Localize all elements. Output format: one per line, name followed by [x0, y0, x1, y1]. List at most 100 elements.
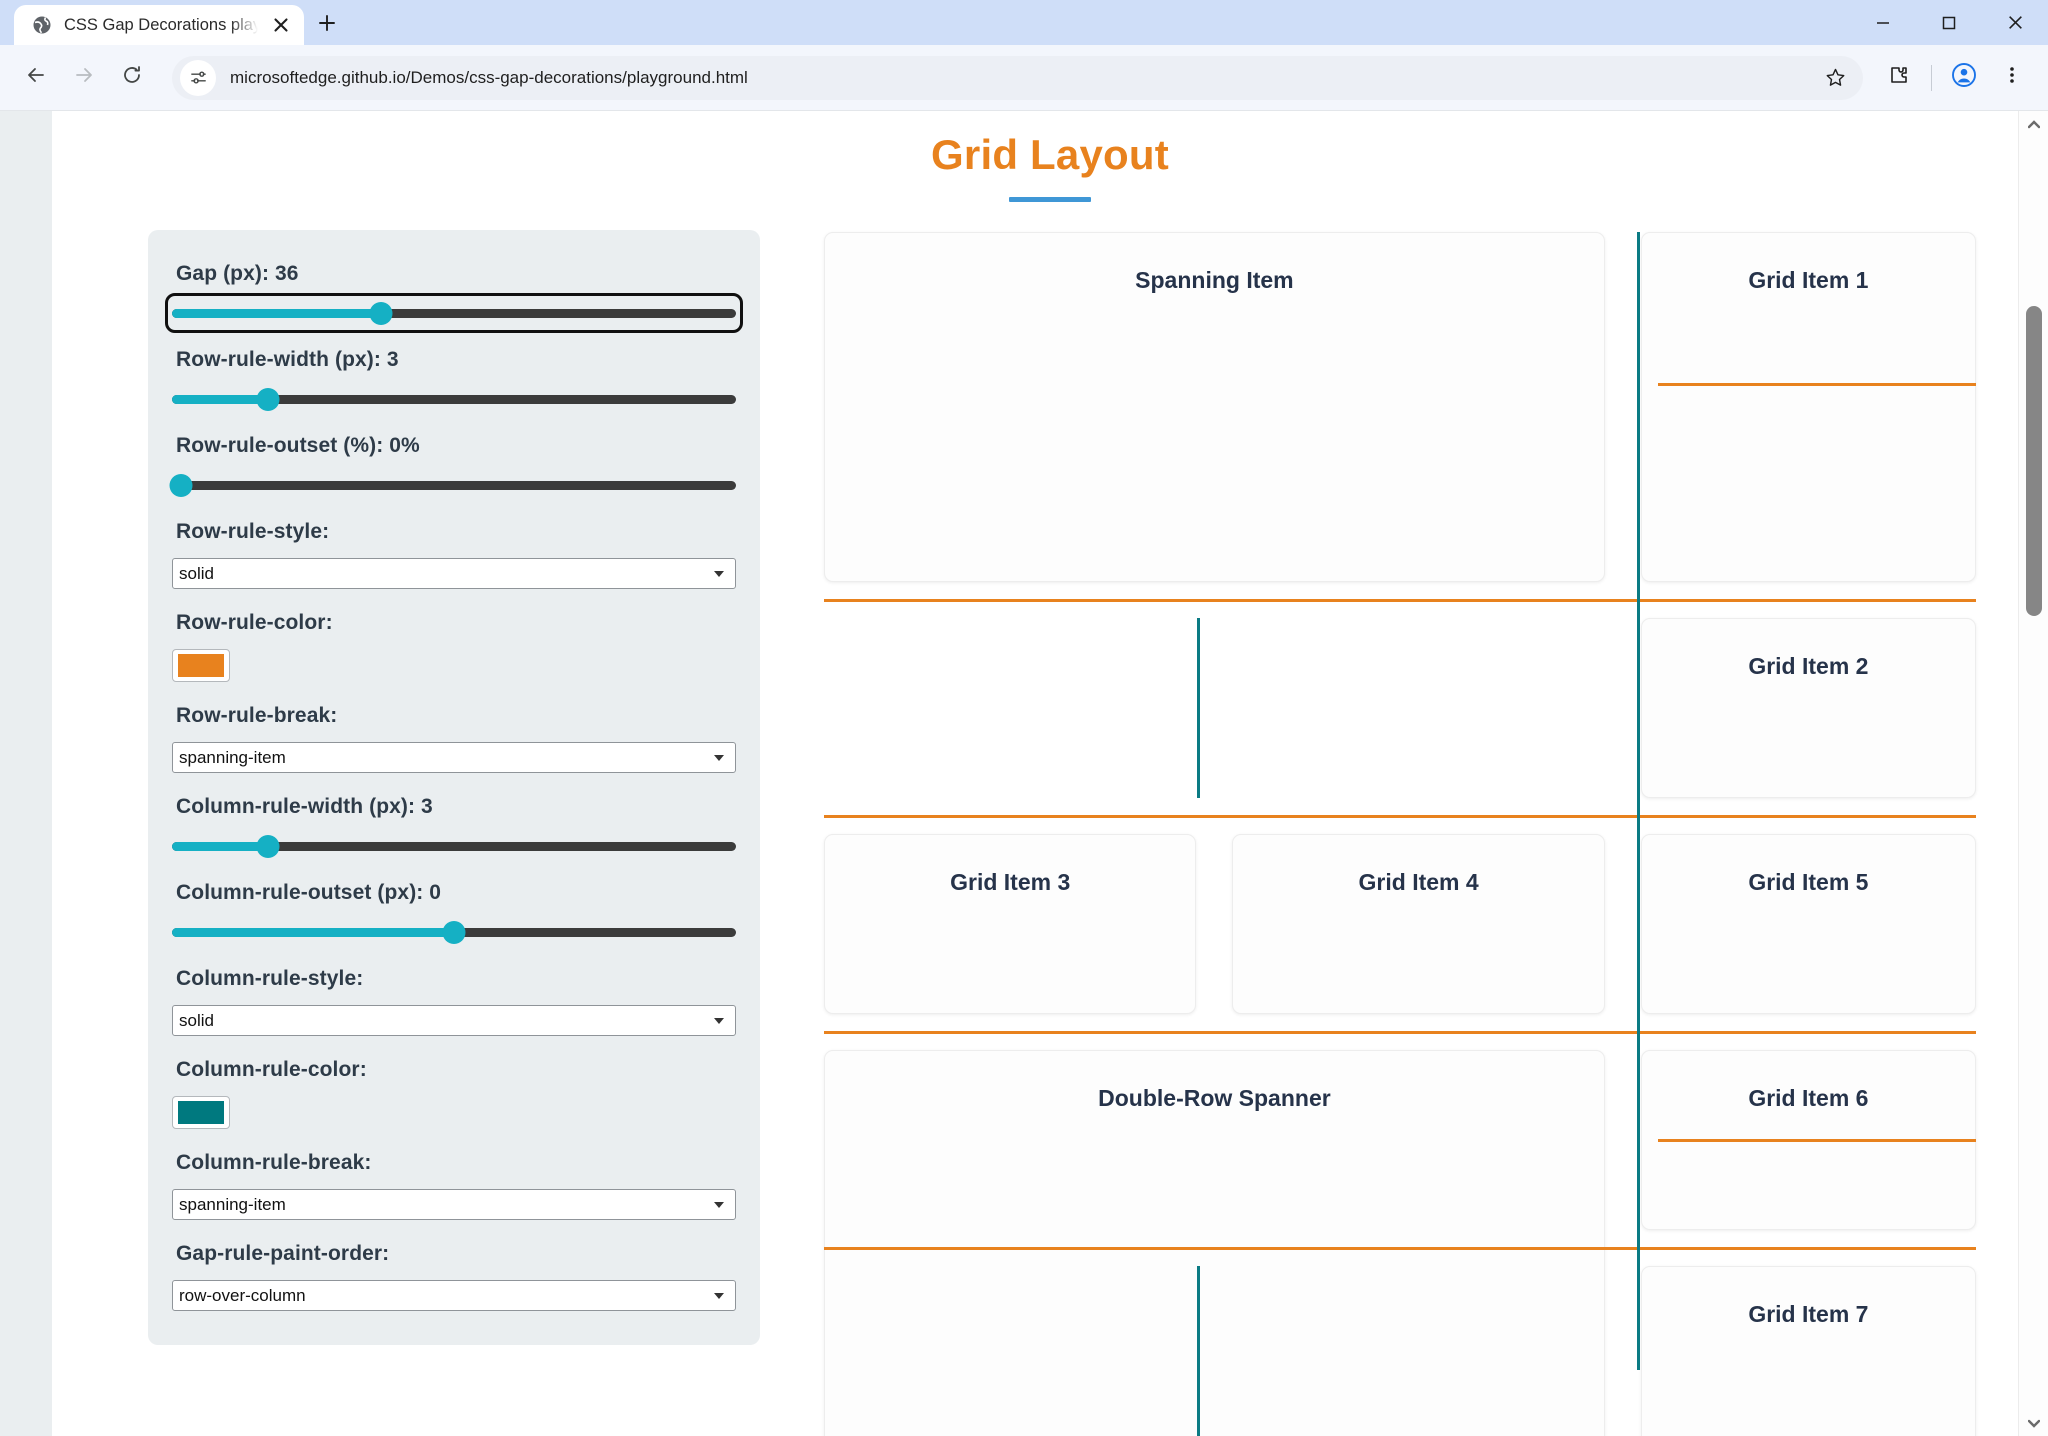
globe-icon — [32, 15, 52, 35]
row-rule-color-value — [178, 654, 224, 677]
page-content: Grid Layout Gap (px): 36 — [52, 111, 2048, 1436]
control-label-column-rule-break: Column-rule-break: — [176, 1151, 372, 1174]
slider-thumb[interactable] — [442, 921, 466, 944]
slider-track — [172, 481, 736, 490]
grid-cell-3[interactable]: Grid Item 3 — [824, 834, 1197, 1014]
grid-demo: Spanning Item Grid Item 1 Grid Item 2 Gr… — [824, 230, 1976, 1436]
row-rule-break-select[interactable]: spanning-item — [172, 742, 736, 773]
control-column-rule-outset: Column-rule-outset (px): 0 — [172, 881, 736, 945]
control-label-column-rule-width: Column-rule-width (px): 3 — [176, 795, 433, 818]
slider-track — [172, 309, 736, 318]
gap-slider[interactable] — [165, 293, 743, 333]
control-row-rule-break: Row-rule-break: spanning-item — [172, 704, 736, 773]
reload-button[interactable] — [110, 56, 154, 100]
slider-thumb[interactable] — [369, 302, 393, 325]
page-title: Grid Layout — [931, 131, 1169, 178]
title-underline — [1009, 197, 1091, 202]
scroll-down-icon[interactable] — [2019, 1410, 2048, 1436]
grid-cell-4[interactable]: Grid Item 4 — [1232, 834, 1605, 1014]
row-rule-4 — [824, 1247, 1976, 1250]
control-label-row-rule-break: Row-rule-break: — [176, 704, 338, 727]
slider-track — [172, 395, 736, 404]
extensions-button[interactable] — [1877, 56, 1921, 100]
minimize-icon[interactable] — [1850, 0, 1916, 45]
column-rule-outer — [1637, 232, 1641, 1370]
new-tab-button[interactable] — [304, 5, 350, 45]
control-column-rule-width: Column-rule-width (px): 3 — [172, 795, 736, 859]
star-icon[interactable] — [1817, 60, 1853, 96]
row-rule-right-col-2 — [1658, 1139, 1976, 1142]
slider-fill — [172, 395, 268, 404]
slider-fill — [172, 842, 268, 851]
forward-arrow-icon — [73, 64, 95, 91]
grid-item-label: Grid Item 1 — [1748, 267, 1869, 293]
slider-fill — [172, 928, 454, 937]
column-rule-width-slider[interactable] — [172, 833, 736, 859]
back-arrow-icon — [25, 64, 47, 91]
control-gap-rule-paint-order: Gap-rule-paint-order: row-over-column — [172, 1242, 736, 1311]
control-label-row-rule-width: Row-rule-width (px): 3 — [176, 348, 399, 371]
grid-item-label: Grid Item 2 — [1748, 653, 1869, 679]
window-close-icon[interactable] — [1982, 0, 2048, 45]
close-icon[interactable] — [270, 14, 292, 36]
row-rule-color-swatch[interactable] — [172, 649, 230, 682]
control-label-row-rule-style: Row-rule-style: — [176, 520, 330, 543]
page-viewport: Grid Layout Gap (px): 36 — [0, 111, 2048, 1436]
column-rule-color-swatch[interactable] — [172, 1096, 230, 1129]
forward-button[interactable] — [62, 56, 106, 100]
column-rule-color-value — [178, 1101, 224, 1124]
row-rule-style-select-wrap: solid — [172, 558, 736, 589]
gap-rule-paint-order-select[interactable]: row-over-column — [172, 1280, 736, 1311]
profile-button[interactable] — [1942, 56, 1986, 100]
row-rule-outset-slider[interactable] — [169, 472, 736, 498]
grid-item-label: Double-Row Spanner — [1098, 1085, 1331, 1111]
slider-track — [172, 842, 736, 851]
grid-item-label: Grid Item 4 — [1358, 869, 1479, 895]
tab-strip: CSS Gap Decorations playground — [0, 0, 2048, 45]
control-label-row-rule-outset: Row-rule-outset (%): 0% — [176, 434, 420, 457]
tab-title: CSS Gap Decorations playground — [64, 16, 258, 34]
page-left-gutter — [0, 111, 52, 1436]
scroll-up-icon[interactable] — [2019, 111, 2048, 137]
column-rule-style-select[interactable]: solid — [172, 1005, 736, 1036]
control-row-rule-style: Row-rule-style: solid — [172, 520, 736, 589]
row-rule-3 — [824, 1031, 1976, 1034]
grid-cell-1[interactable]: Grid Item 1 — [1640, 232, 1976, 582]
row-rule-width-slider[interactable] — [172, 386, 736, 412]
control-label-column-rule-outset: Column-rule-outset (px): 0 — [176, 881, 442, 904]
control-column-rule-break: Column-rule-break: spanning-item — [172, 1151, 736, 1220]
site-settings-icon[interactable] — [180, 59, 216, 96]
grid-cell-5[interactable]: Grid Item 5 — [1640, 834, 1976, 1014]
toolbar-divider — [1931, 64, 1932, 91]
maximize-icon[interactable] — [1916, 0, 1982, 45]
grid-item-label: Grid Item 7 — [1748, 1301, 1869, 1327]
column-rule-outset-slider[interactable] — [172, 919, 736, 945]
column-rule-row3 — [1197, 618, 1201, 798]
control-row-rule-outset: Row-rule-outset (%): 0% — [169, 434, 736, 498]
scrollbar-thumb[interactable] — [2026, 306, 2042, 616]
row-rule-right-col-1 — [1658, 383, 1976, 386]
control-column-rule-color: Column-rule-color: — [172, 1058, 736, 1129]
three-dot-menu-icon — [2002, 65, 2022, 90]
slider-thumb[interactable] — [256, 388, 280, 411]
address-bar[interactable]: microsoftedge.github.io/Demos/css-gap-de… — [172, 55, 1863, 100]
back-button[interactable] — [14, 56, 58, 100]
grid-cell-double-row-spanner[interactable]: Double-Row Spanner — [824, 1050, 1605, 1436]
browser-tab[interactable]: CSS Gap Decorations playground — [14, 5, 304, 45]
page-scrollbar[interactable] — [2018, 111, 2048, 1436]
grid-cell-7[interactable]: Grid Item 7 — [1640, 1266, 1976, 1436]
grid-cell-2[interactable]: Grid Item 2 — [1640, 618, 1976, 798]
slider-thumb[interactable] — [169, 474, 193, 497]
column-rule-break-select-wrap: spanning-item — [172, 1189, 736, 1220]
slider-thumb[interactable] — [256, 835, 280, 858]
column-rule-row6 — [1197, 1266, 1201, 1436]
profile-avatar-icon — [1951, 62, 1977, 93]
browser-menu-button[interactable] — [1990, 56, 2034, 100]
address-bar-url: microsoftedge.github.io/Demos/css-gap-de… — [230, 67, 748, 87]
grid-item-label: Grid Item 3 — [950, 869, 1071, 895]
control-gap: Gap (px): 36 — [165, 262, 743, 333]
window-controls — [1850, 0, 2048, 45]
column-rule-break-select[interactable]: spanning-item — [172, 1189, 736, 1220]
row-rule-style-select[interactable]: solid — [172, 558, 736, 589]
grid-cell-spanning-item[interactable]: Spanning Item — [824, 232, 1605, 582]
